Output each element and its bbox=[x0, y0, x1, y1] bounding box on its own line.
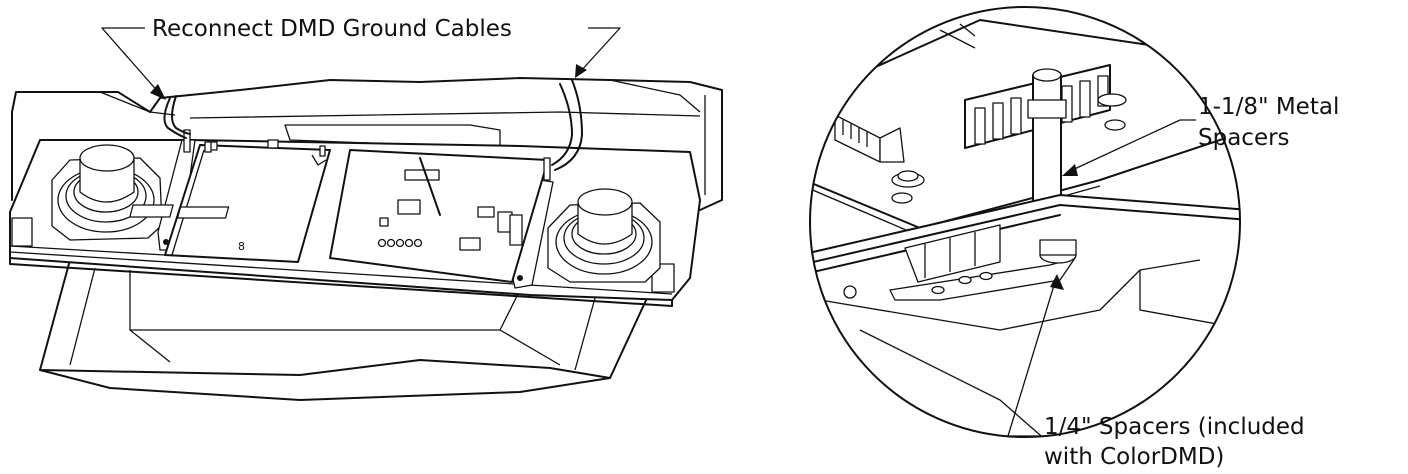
leader-ground-left bbox=[101, 27, 161, 95]
back-slot bbox=[284, 124, 501, 149]
label-metal-spacers-1: 1-1/8" Metal bbox=[1198, 94, 1339, 120]
detail-circle bbox=[809, 6, 1241, 438]
detail-view: 1-1/8" Metal Spacers 1/4" Spacers (inclu… bbox=[809, 6, 1339, 470]
dmd-board-right bbox=[329, 149, 549, 283]
hinge-bracket bbox=[904, 224, 1001, 283]
label-reconnect-ground-cables: Reconnect DMD Ground Cables bbox=[152, 16, 512, 42]
cabinet-head-back bbox=[11, 77, 723, 211]
dmd-board-left: 8 bbox=[129, 139, 331, 263]
leader-ground-right bbox=[579, 27, 621, 73]
board-marking: 8 bbox=[238, 240, 245, 253]
ground-cable-right bbox=[554, 79, 583, 171]
leader-quarter-spacers bbox=[1007, 281, 1056, 437]
assembly-overview: 8 bbox=[9, 16, 723, 401]
cabinet-lower bbox=[39, 259, 661, 401]
label-quarter-spacers-2: with ColorDMD) bbox=[1044, 444, 1224, 470]
quarter-inch-spacer bbox=[1039, 239, 1077, 264]
label-quarter-spacers-1: 1/4" Spacers (included bbox=[1044, 414, 1305, 440]
label-metal-spacers-2: Spacers bbox=[1198, 125, 1290, 151]
corner-block-left bbox=[11, 217, 33, 247]
leader-metal-spacers bbox=[1067, 119, 1196, 173]
ground-cable-left bbox=[163, 97, 187, 139]
metal-spacer bbox=[1027, 68, 1067, 247]
speaker-right bbox=[547, 188, 661, 283]
